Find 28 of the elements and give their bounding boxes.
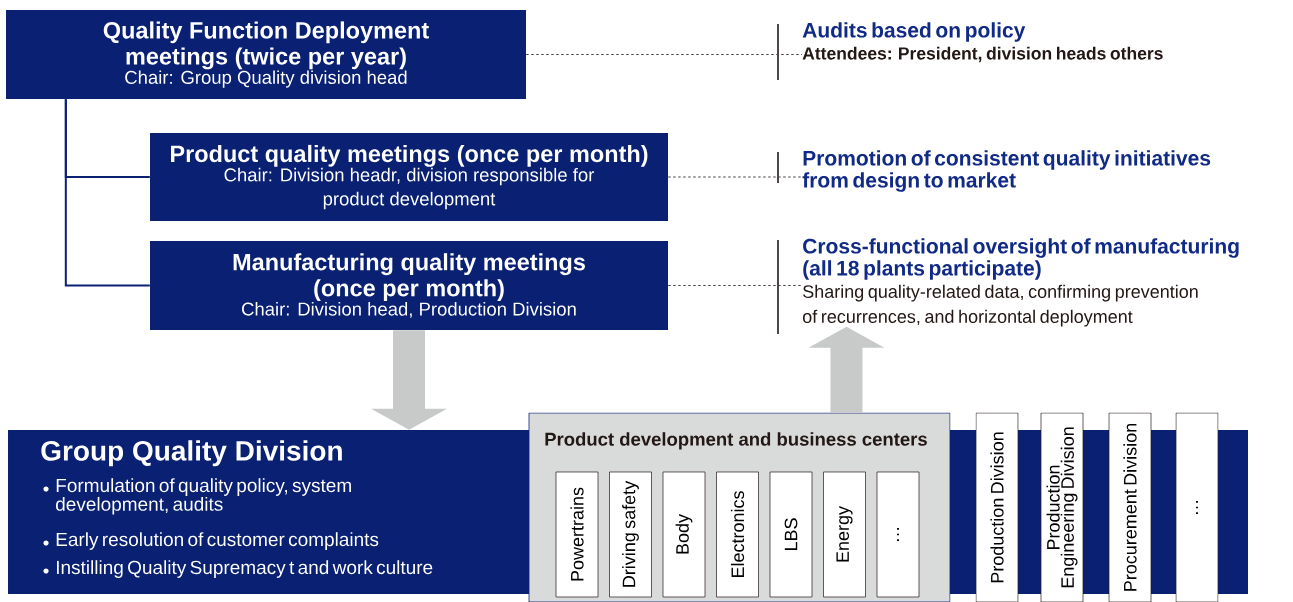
division-box: Production Division [975,412,1019,602]
bullet-item: Early resolution of customer complaints [56,532,379,550]
note-text: Audits based on policy Attendees: President, division heads others [802,22,1163,63]
unit-box: Driving safety [609,471,652,598]
division-box: … [1175,412,1219,602]
unit-box: Electronics [716,471,759,598]
unit-box: Energy [823,471,866,598]
panel-heading: Product development and business centers [545,432,927,450]
bullet-item: Instilling Quality Supremacy t and work culture [56,560,433,578]
tree-connector [64,98,151,287]
block-arrow [808,326,885,413]
meeting-box: Manufacturing quality meetings (once per month) Chair: Division head, Production Division [150,241,668,330]
dashed-connector [525,54,803,55]
unit-box: Powertrains [555,471,599,598]
division-box: Production Engineering Division [1040,412,1084,602]
bullet-item: Formulation of quality policy, system development, audits [56,478,351,515]
block-arrow [371,330,447,430]
meeting-box: Product quality meetings (once per month) Chair: Division headr, division responsible for product development [150,133,668,221]
unit-box: … [876,471,920,598]
note-text: Cross-functional oversight of manufacturing (all 18 plants participate) Sharing quality-related data, confirming prevention of recurrences, and horizontal deployment [802,238,1239,327]
dashed-connector [667,285,803,286]
note-text: Promotion of consistent quality initiatives from design to market [802,150,1211,192]
unit-box: LBS [769,471,813,598]
division-box: Procurement Division [1108,412,1152,602]
unit-box: Body [662,471,706,598]
meeting-box: Quality Function Deployment meetings (twice per year) Chair: Group Quality division head [6,10,526,99]
dashed-connector [667,176,803,178]
division-heading: Group Quality Division [41,440,342,467]
